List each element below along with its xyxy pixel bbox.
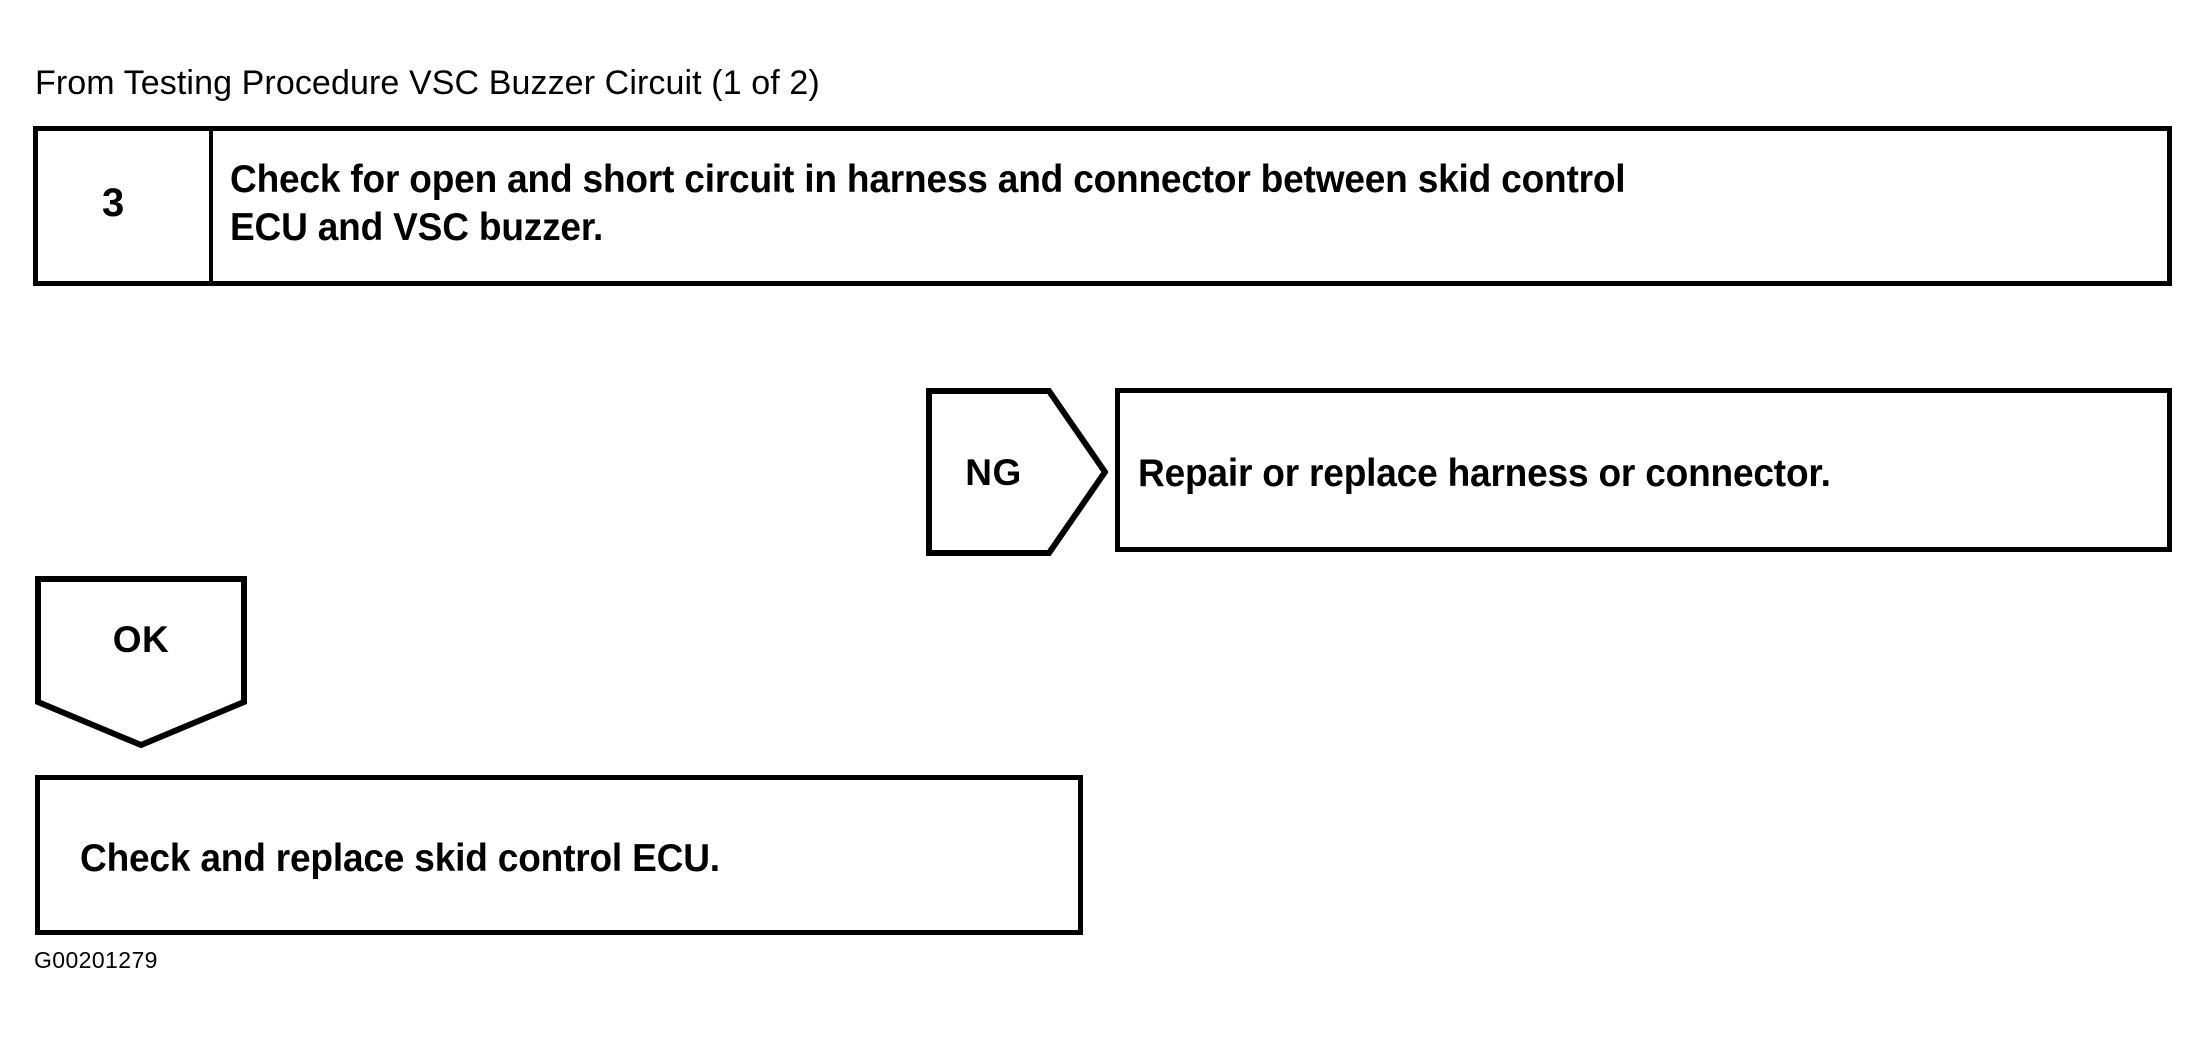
ng-result-box: Repair or replace harness or connector. bbox=[1115, 388, 2172, 552]
ng-judgement-arrow bbox=[926, 388, 1108, 556]
ok-arrow-shape bbox=[35, 576, 247, 748]
step-instruction-line-2: ECU and VSC buzzer. bbox=[230, 206, 604, 249]
ng-label: NG bbox=[965, 451, 1022, 493]
ok-judgement-arrow bbox=[35, 576, 247, 748]
ng-result-text: Repair or replace harness or connector. bbox=[1138, 452, 1831, 495]
step-box: 3 Check for open and short circuit in ha… bbox=[33, 126, 2172, 286]
step-cell-divider bbox=[209, 131, 213, 281]
ok-result-text: Check and replace skid control ECU. bbox=[80, 837, 720, 880]
ng-arrow-shape bbox=[926, 388, 1108, 556]
ok-result-box: Check and replace skid control ECU. bbox=[35, 775, 1083, 935]
ok-label: OK bbox=[112, 618, 170, 660]
header-note: From Testing Procedure VSC Buzzer Circui… bbox=[35, 64, 820, 102]
figure-id: G00201279 bbox=[34, 947, 158, 973]
step-number: 3 bbox=[102, 181, 125, 225]
step-instruction-line-1: Check for open and short circuit in harn… bbox=[230, 158, 1626, 201]
